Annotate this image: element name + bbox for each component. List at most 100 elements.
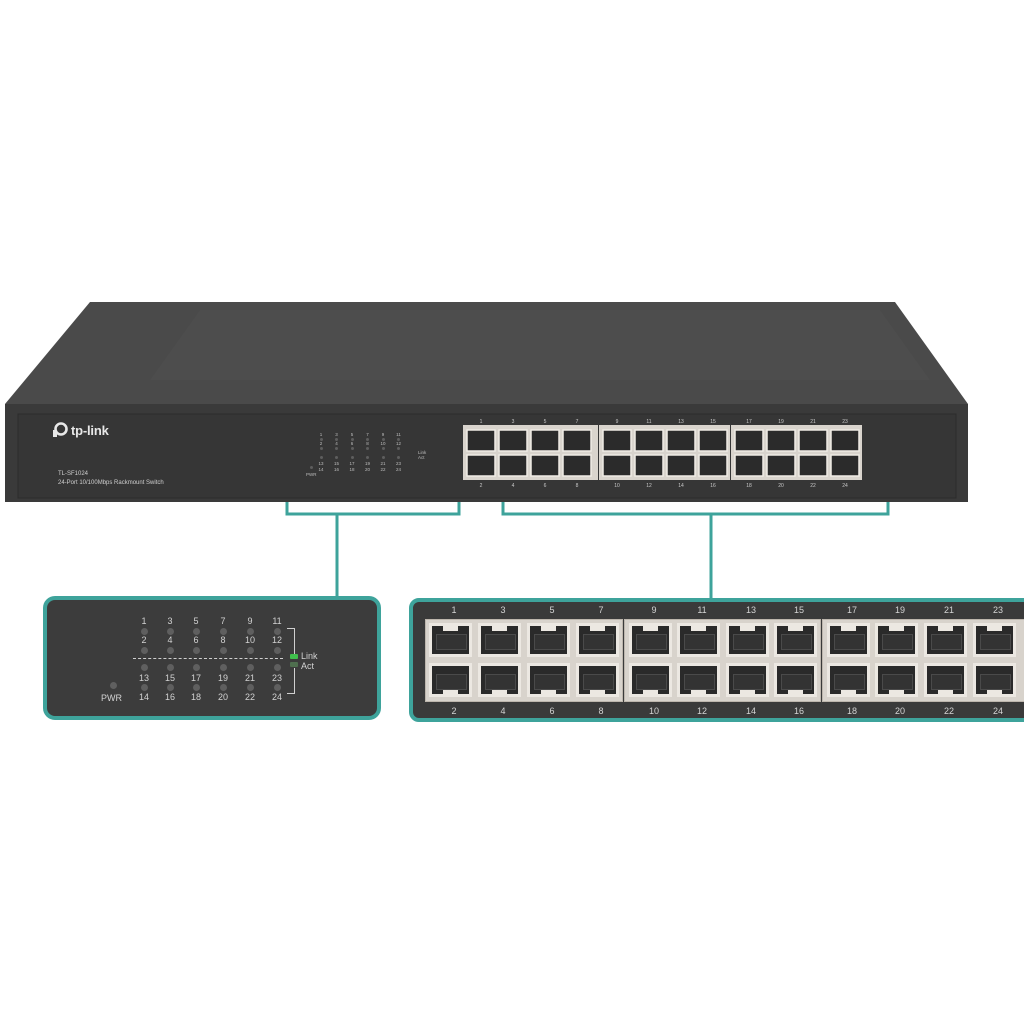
rj45-port-small: [602, 454, 632, 477]
port-number: 23: [992, 605, 1003, 615]
port-led: [246, 664, 254, 671]
port-led: [219, 647, 227, 654]
port-led: [192, 647, 200, 654]
led-number-small: 2: [319, 441, 323, 446]
rj45-port-small: [562, 429, 592, 452]
led-number: 24: [271, 692, 282, 702]
port-number: 17: [846, 605, 857, 615]
rj45-port-small: [634, 454, 664, 477]
rj45-port: [429, 623, 472, 657]
port-number-small: 17: [746, 419, 752, 425]
port-led: [140, 684, 148, 691]
led-number: 12: [271, 635, 282, 645]
port-number: 16: [793, 706, 804, 716]
port-number: 24: [992, 706, 1003, 716]
rj45-port: [973, 623, 1016, 657]
led-number-small: 8: [366, 441, 369, 446]
port-number-small: 13: [678, 419, 684, 425]
rj45-port-small: [498, 429, 528, 452]
port-number-small: 5: [543, 419, 547, 425]
act-led: [290, 662, 298, 667]
led-number: 9: [247, 616, 253, 626]
rj45-port: [478, 663, 521, 697]
act-label-small: Act: [418, 455, 425, 460]
port-number: 7: [598, 605, 604, 615]
port-led: [192, 628, 200, 635]
port-led: [219, 664, 227, 671]
port-led-small: [319, 438, 323, 441]
port-led: [192, 664, 200, 671]
rj45-port-small: [666, 429, 696, 452]
port-number-small: 16: [710, 483, 716, 489]
led-number: 13: [138, 673, 149, 683]
led-number-small: 6: [350, 441, 354, 446]
led-number-small: 24: [395, 467, 401, 472]
led-bracket-bottom: [287, 668, 295, 694]
led-number-small: 9: [381, 432, 385, 437]
rj45-port: [774, 623, 817, 657]
rj45-port-small: [698, 454, 728, 477]
port-number-small: 21: [810, 419, 816, 425]
led-number-small: 13: [318, 461, 324, 466]
led-number-small: 15: [333, 461, 339, 466]
port-number-small: 20: [778, 483, 784, 489]
led-number: 2: [141, 635, 147, 645]
led-number: 11: [272, 616, 282, 626]
led-number-small: 1: [319, 432, 323, 437]
port-number: 13: [745, 605, 756, 615]
port-led: [246, 684, 254, 691]
port-led-small: [366, 447, 369, 450]
port-number-small: 14: [678, 483, 684, 489]
port-led-small: [350, 456, 354, 459]
callout-bracket-right: [501, 502, 890, 516]
rj45-port: [629, 623, 672, 657]
rj45-port: [576, 623, 619, 657]
pwr-led-small: [310, 466, 313, 469]
led-number: 5: [193, 616, 199, 626]
led-number-small: 11: [396, 432, 401, 437]
led-number: 20: [217, 692, 228, 702]
port-number-small: 19: [778, 419, 784, 425]
rj45-port-small: [466, 454, 496, 477]
port-led: [273, 664, 281, 671]
port-led: [219, 628, 227, 635]
brand-name: tp-link: [71, 422, 109, 438]
rj45-port: [576, 663, 619, 697]
rj45-port-small: [602, 429, 632, 452]
port-number-small: 2: [479, 483, 483, 489]
rj45-port: [677, 663, 720, 697]
rj45-port: [527, 663, 570, 697]
port-led-small: [397, 438, 400, 441]
rj45-port-small: [498, 454, 528, 477]
led-number: 3: [167, 616, 173, 626]
led-number-small: 10: [380, 441, 386, 446]
led-number-small: 20: [364, 467, 370, 472]
port-number-small: 15: [710, 419, 716, 425]
rj45-port: [875, 663, 918, 697]
port-number-small: 12: [646, 483, 652, 489]
led-number: 19: [217, 673, 228, 683]
port-number: 1: [451, 605, 457, 615]
rj45-port-small: [530, 429, 560, 452]
rj45-port-small: [562, 454, 592, 477]
link-led: [290, 654, 298, 659]
rj45-port-small: [734, 429, 764, 452]
led-number: 1: [141, 616, 147, 626]
port-number: 11: [697, 605, 707, 615]
port-led-small: [335, 447, 338, 450]
port-led: [273, 647, 281, 654]
port-number-small: 18: [746, 483, 752, 489]
led-number: 14: [138, 692, 149, 702]
led-number: 6: [193, 635, 199, 645]
rj45-port-small: [466, 429, 496, 452]
rj45-port-small: [830, 454, 860, 477]
port-led: [166, 664, 174, 671]
led-number: 7: [220, 616, 226, 626]
led-number: 8: [220, 635, 226, 645]
led-number: 16: [164, 692, 175, 702]
led-number-small: 16: [333, 467, 339, 472]
port-led-small: [350, 438, 354, 441]
led-number-small: 17: [349, 461, 355, 466]
port-number-small: 1: [479, 419, 483, 425]
port-number-small: 10: [614, 483, 620, 489]
